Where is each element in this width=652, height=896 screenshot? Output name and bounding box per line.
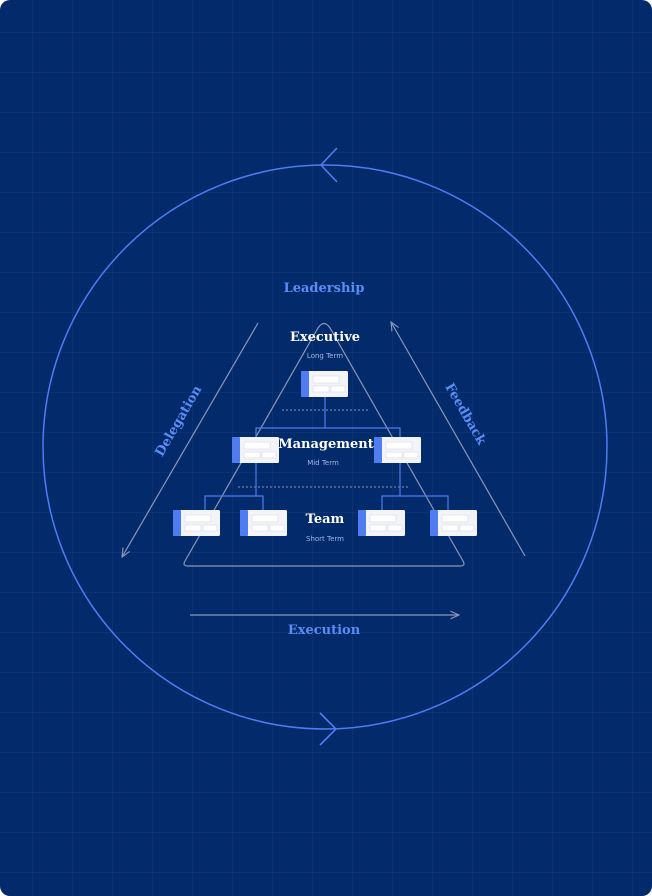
level-subtitle-team: Short Term — [306, 535, 344, 543]
execution-label: Execution — [288, 623, 361, 638]
org-card-team-3 — [358, 510, 405, 536]
level-title-management: Management — [278, 437, 374, 452]
org-card-manager-right — [374, 437, 421, 463]
feedback-label: Feedback — [441, 381, 489, 449]
level-subtitle-management: Mid Term — [307, 459, 339, 467]
leadership-label: Leadership — [284, 281, 365, 296]
level-title-executive: Executive — [290, 330, 360, 345]
cycle-arrow-top-icon — [319, 147, 338, 183]
level-subtitle-executive: Long Term — [307, 352, 343, 360]
cycle-arrow-bottom-icon — [319, 712, 338, 746]
cycle-circle — [42, 164, 608, 730]
pyramid-outline — [183, 322, 465, 567]
delegation-arrow — [122, 322, 259, 557]
org-card-manager-left — [232, 437, 279, 463]
org-card-team-1 — [173, 510, 220, 536]
org-card-executive — [301, 371, 348, 397]
delegation-label: Delegation — [153, 383, 206, 460]
org-card-team-2 — [240, 510, 287, 536]
org-card-team-4 — [430, 510, 477, 536]
feedback-arrow — [391, 322, 526, 557]
org-connectors — [204, 397, 449, 510]
level-title-team: Team — [306, 512, 345, 527]
